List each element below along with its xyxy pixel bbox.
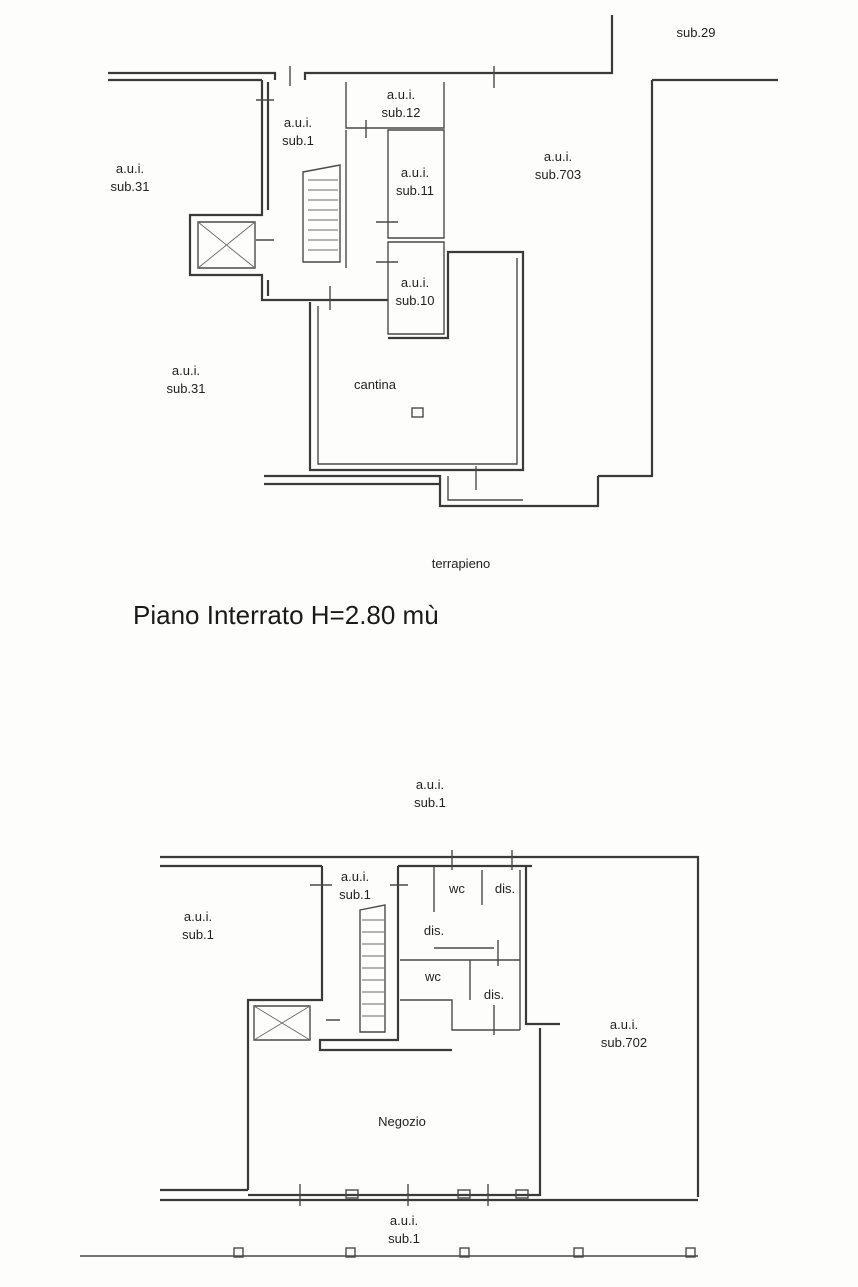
wall-top-left — [108, 71, 277, 80]
label-gf-top: a.u.i. sub.1 — [400, 776, 460, 812]
room-sub10 — [387, 241, 445, 335]
label-dis2-text: dis. — [423, 923, 445, 938]
label-sub29-text: sub.29 — [676, 25, 716, 40]
label-sub12-aui: a.u.i. — [386, 87, 416, 102]
label-gf-left-sub: sub.1 — [182, 927, 214, 942]
room-sub12 — [345, 82, 445, 129]
label-gf-stair-aui: a.u.i. — [340, 869, 370, 884]
gf-stair-treads — [362, 919, 384, 1017]
label-terrapieno-text: terrapieno — [431, 556, 491, 571]
cantina-pillar — [411, 407, 424, 418]
basement-bottom-wall — [264, 474, 600, 508]
label-wc2-text: wc — [425, 969, 441, 984]
core-left-wall — [188, 80, 388, 302]
label-wc1: wc — [440, 880, 474, 898]
label-sub31a-sub: sub.31 — [110, 179, 150, 194]
label-gf-stair-sub: sub.1 — [339, 887, 371, 902]
room-sub11 — [387, 129, 445, 239]
label-gf-bottom-aui: a.u.i. — [389, 1213, 419, 1228]
stair-treads — [308, 179, 338, 251]
label-terrapieno: terrapieno — [414, 555, 508, 573]
basement-stair — [302, 164, 341, 263]
label-wc2: wc — [416, 968, 450, 986]
wall-right-vertical — [598, 80, 654, 478]
light-well — [447, 476, 523, 501]
label-sub11: a.u.i. sub.11 — [386, 164, 444, 200]
ground-floor-plan — [80, 850, 700, 1258]
gf-service-outer — [524, 866, 560, 1026]
label-sub29: sub.29 — [664, 24, 728, 42]
label-dis1-text: dis. — [494, 881, 516, 896]
label-sub703: a.u.i. sub.703 — [516, 148, 600, 184]
label-sub1-aui: a.u.i. — [283, 115, 313, 130]
gf-core-left — [246, 866, 324, 1190]
door-marks — [256, 66, 495, 490]
gf-core-right — [318, 866, 452, 1052]
label-negozio-text: Negozio — [378, 1114, 426, 1129]
label-sub31a-aui: a.u.i. — [115, 161, 145, 176]
gf-stair — [359, 904, 386, 1033]
gf-service-walls — [400, 866, 521, 1031]
label-sub31-top: a.u.i. sub.31 — [100, 160, 160, 196]
label-sub11-sub: sub.11 — [395, 183, 435, 198]
label-sub10-aui: a.u.i. — [400, 275, 430, 290]
label-dis3: dis. — [474, 986, 514, 1004]
label-cantina: cantina — [340, 376, 410, 394]
label-wc1-text: wc — [449, 881, 465, 896]
label-gf-left-aui: a.u.i. — [183, 909, 213, 924]
label-dis1: dis. — [486, 880, 524, 898]
basement-title: Piano Interrato H=2.80 mù — [133, 600, 439, 630]
label-sub703-sub: sub.703 — [534, 167, 582, 182]
label-dis3-text: dis. — [483, 987, 505, 1002]
gf-lift-cross — [253, 1005, 311, 1041]
label-sub31b-sub: sub.31 — [166, 381, 206, 396]
cantina-inner — [317, 258, 518, 465]
label-gf-bottom-sub: sub.1 — [388, 1231, 420, 1246]
label-sub12-sub: sub.12 — [381, 105, 421, 120]
label-sub702-aui: a.u.i. — [609, 1017, 639, 1032]
label-dis2: dis. — [414, 922, 454, 940]
label-sub10-sub: sub.10 — [395, 293, 435, 308]
label-gf-top-sub: sub.1 — [414, 795, 446, 810]
label-gf-bottom: a.u.i. sub.1 — [374, 1212, 434, 1248]
gf-top-wall — [160, 855, 700, 1197]
gf-door-marks — [299, 850, 513, 1206]
label-sub702: a.u.i. sub.702 — [584, 1016, 664, 1052]
gf-piers — [233, 1189, 696, 1258]
wall-top-right — [303, 15, 614, 80]
label-sub11-aui: a.u.i. — [400, 165, 430, 180]
label-sub1-basement: a.u.i. sub.1 — [270, 114, 326, 150]
label-gf-top-aui: a.u.i. — [415, 777, 445, 792]
basement-plan — [108, 15, 778, 508]
label-gf-left: a.u.i. sub.1 — [168, 908, 228, 944]
label-sub703-aui: a.u.i. — [543, 149, 573, 164]
label-sub1-sub: sub.1 — [282, 133, 314, 148]
label-sub31b-aui: a.u.i. — [171, 363, 201, 378]
label-sub31-bottom: a.u.i. sub.31 — [156, 362, 216, 398]
lift-cross — [197, 221, 256, 269]
cantina-walls — [308, 250, 525, 472]
label-sub10: a.u.i. sub.10 — [386, 274, 444, 310]
label-negozio: Negozio — [362, 1113, 442, 1131]
label-gf-stair: a.u.i. sub.1 — [328, 868, 382, 904]
gf-shop-walls — [160, 1028, 542, 1197]
label-cantina-text: cantina — [354, 377, 396, 392]
label-sub702-sub: sub.702 — [600, 1035, 648, 1050]
label-sub12: a.u.i. sub.12 — [366, 86, 436, 122]
